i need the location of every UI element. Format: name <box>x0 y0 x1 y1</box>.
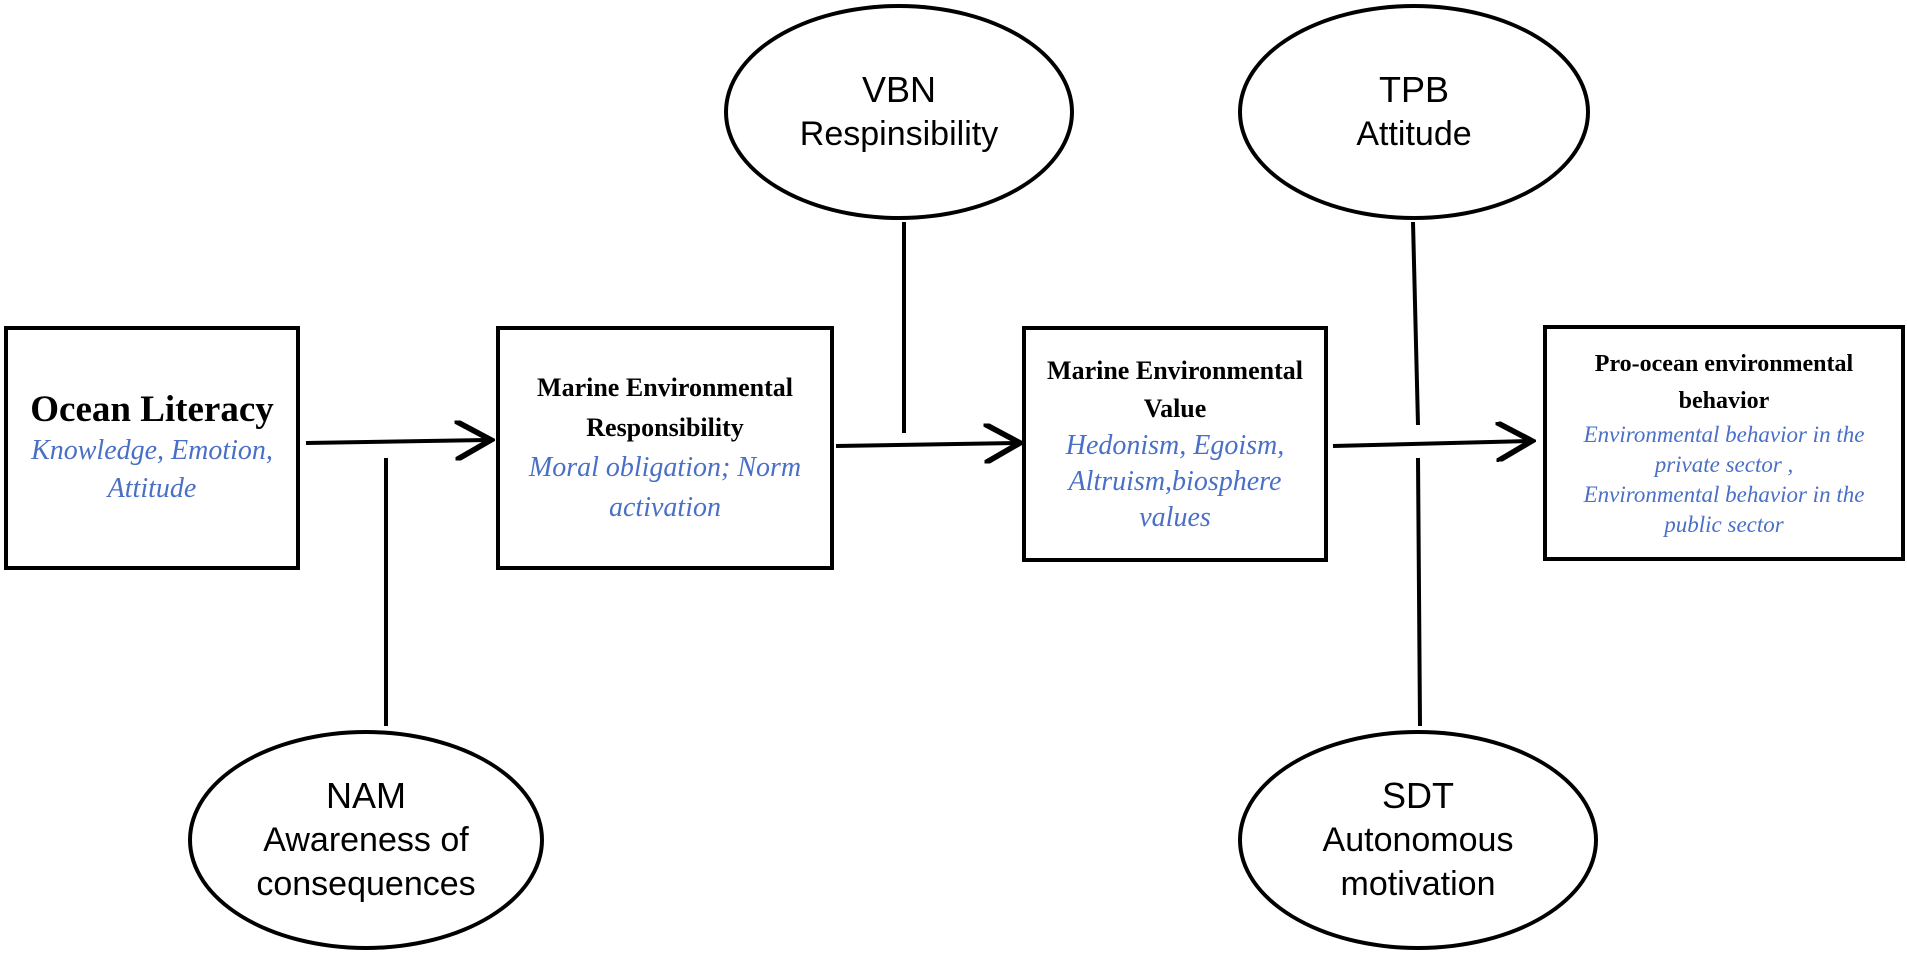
arrow-responsibility-to-value <box>835 443 1016 446</box>
theory-sdt-name: SDT <box>1382 775 1454 816</box>
theory-sdt: SDT Autonomous motivation <box>1238 730 1598 950</box>
theory-vbn-concept: Respinsibility <box>799 115 999 153</box>
arrow-literacy-to-responsibility <box>305 440 487 443</box>
theory-tpb-concept: Attitude <box>1356 115 1472 153</box>
box-ocean-literacy-title: Ocean Literacy <box>30 389 274 430</box>
theory-nam-name: NAM <box>326 775 406 816</box>
connector-sdt <box>1416 457 1422 727</box>
theory-tpb: TPB Attitude <box>1238 4 1590 220</box>
theory-vbn: VBN Respinsibility <box>724 4 1074 220</box>
theory-vbn-name: VBN <box>861 69 937 110</box>
box-value-subtitle: Hedonism, Egoism, Altruism,biosphere val… <box>1065 430 1285 533</box>
box-pro-ocean-environmental-behavior: Pro-ocean environmental behavior Environ… <box>1543 325 1905 561</box>
box-behavior-subtitle-public: Environmental behavior in the public sec… <box>1583 482 1865 537</box>
theory-nam-concept: Awareness of consequences <box>256 821 476 903</box>
box-value-title: Marine Environmental Value <box>1047 356 1303 423</box>
theory-nam: NAM Awareness of consequences <box>188 730 544 950</box>
box-responsibility-subtitle: Moral obligation; Norm activation <box>528 452 802 523</box>
box-marine-environmental-responsibility: Marine Environmental Responsibility Mora… <box>496 326 834 570</box>
box-behavior-subtitle-private: Environmental behavior in the private se… <box>1583 422 1865 477</box>
theory-sdt-concept: Autonomous motivation <box>1322 821 1514 903</box>
box-ocean-literacy-subtitle: Knowledge, Emotion, Attitude <box>31 435 273 504</box>
arrow-value-to-behavior <box>1332 441 1528 446</box>
theory-tpb-name: TPB <box>1378 69 1449 110</box>
box-marine-environmental-value: Marine Environmental Value Hedonism, Ego… <box>1022 326 1328 562</box>
connector-tpb <box>1411 221 1420 426</box>
box-ocean-literacy: Ocean Literacy Knowledge, Emotion, Attit… <box>4 326 300 570</box>
box-responsibility-title: Marine Environmental Responsibility <box>537 373 793 442</box>
box-behavior-title: Pro-ocean environmental behavior <box>1594 351 1854 414</box>
